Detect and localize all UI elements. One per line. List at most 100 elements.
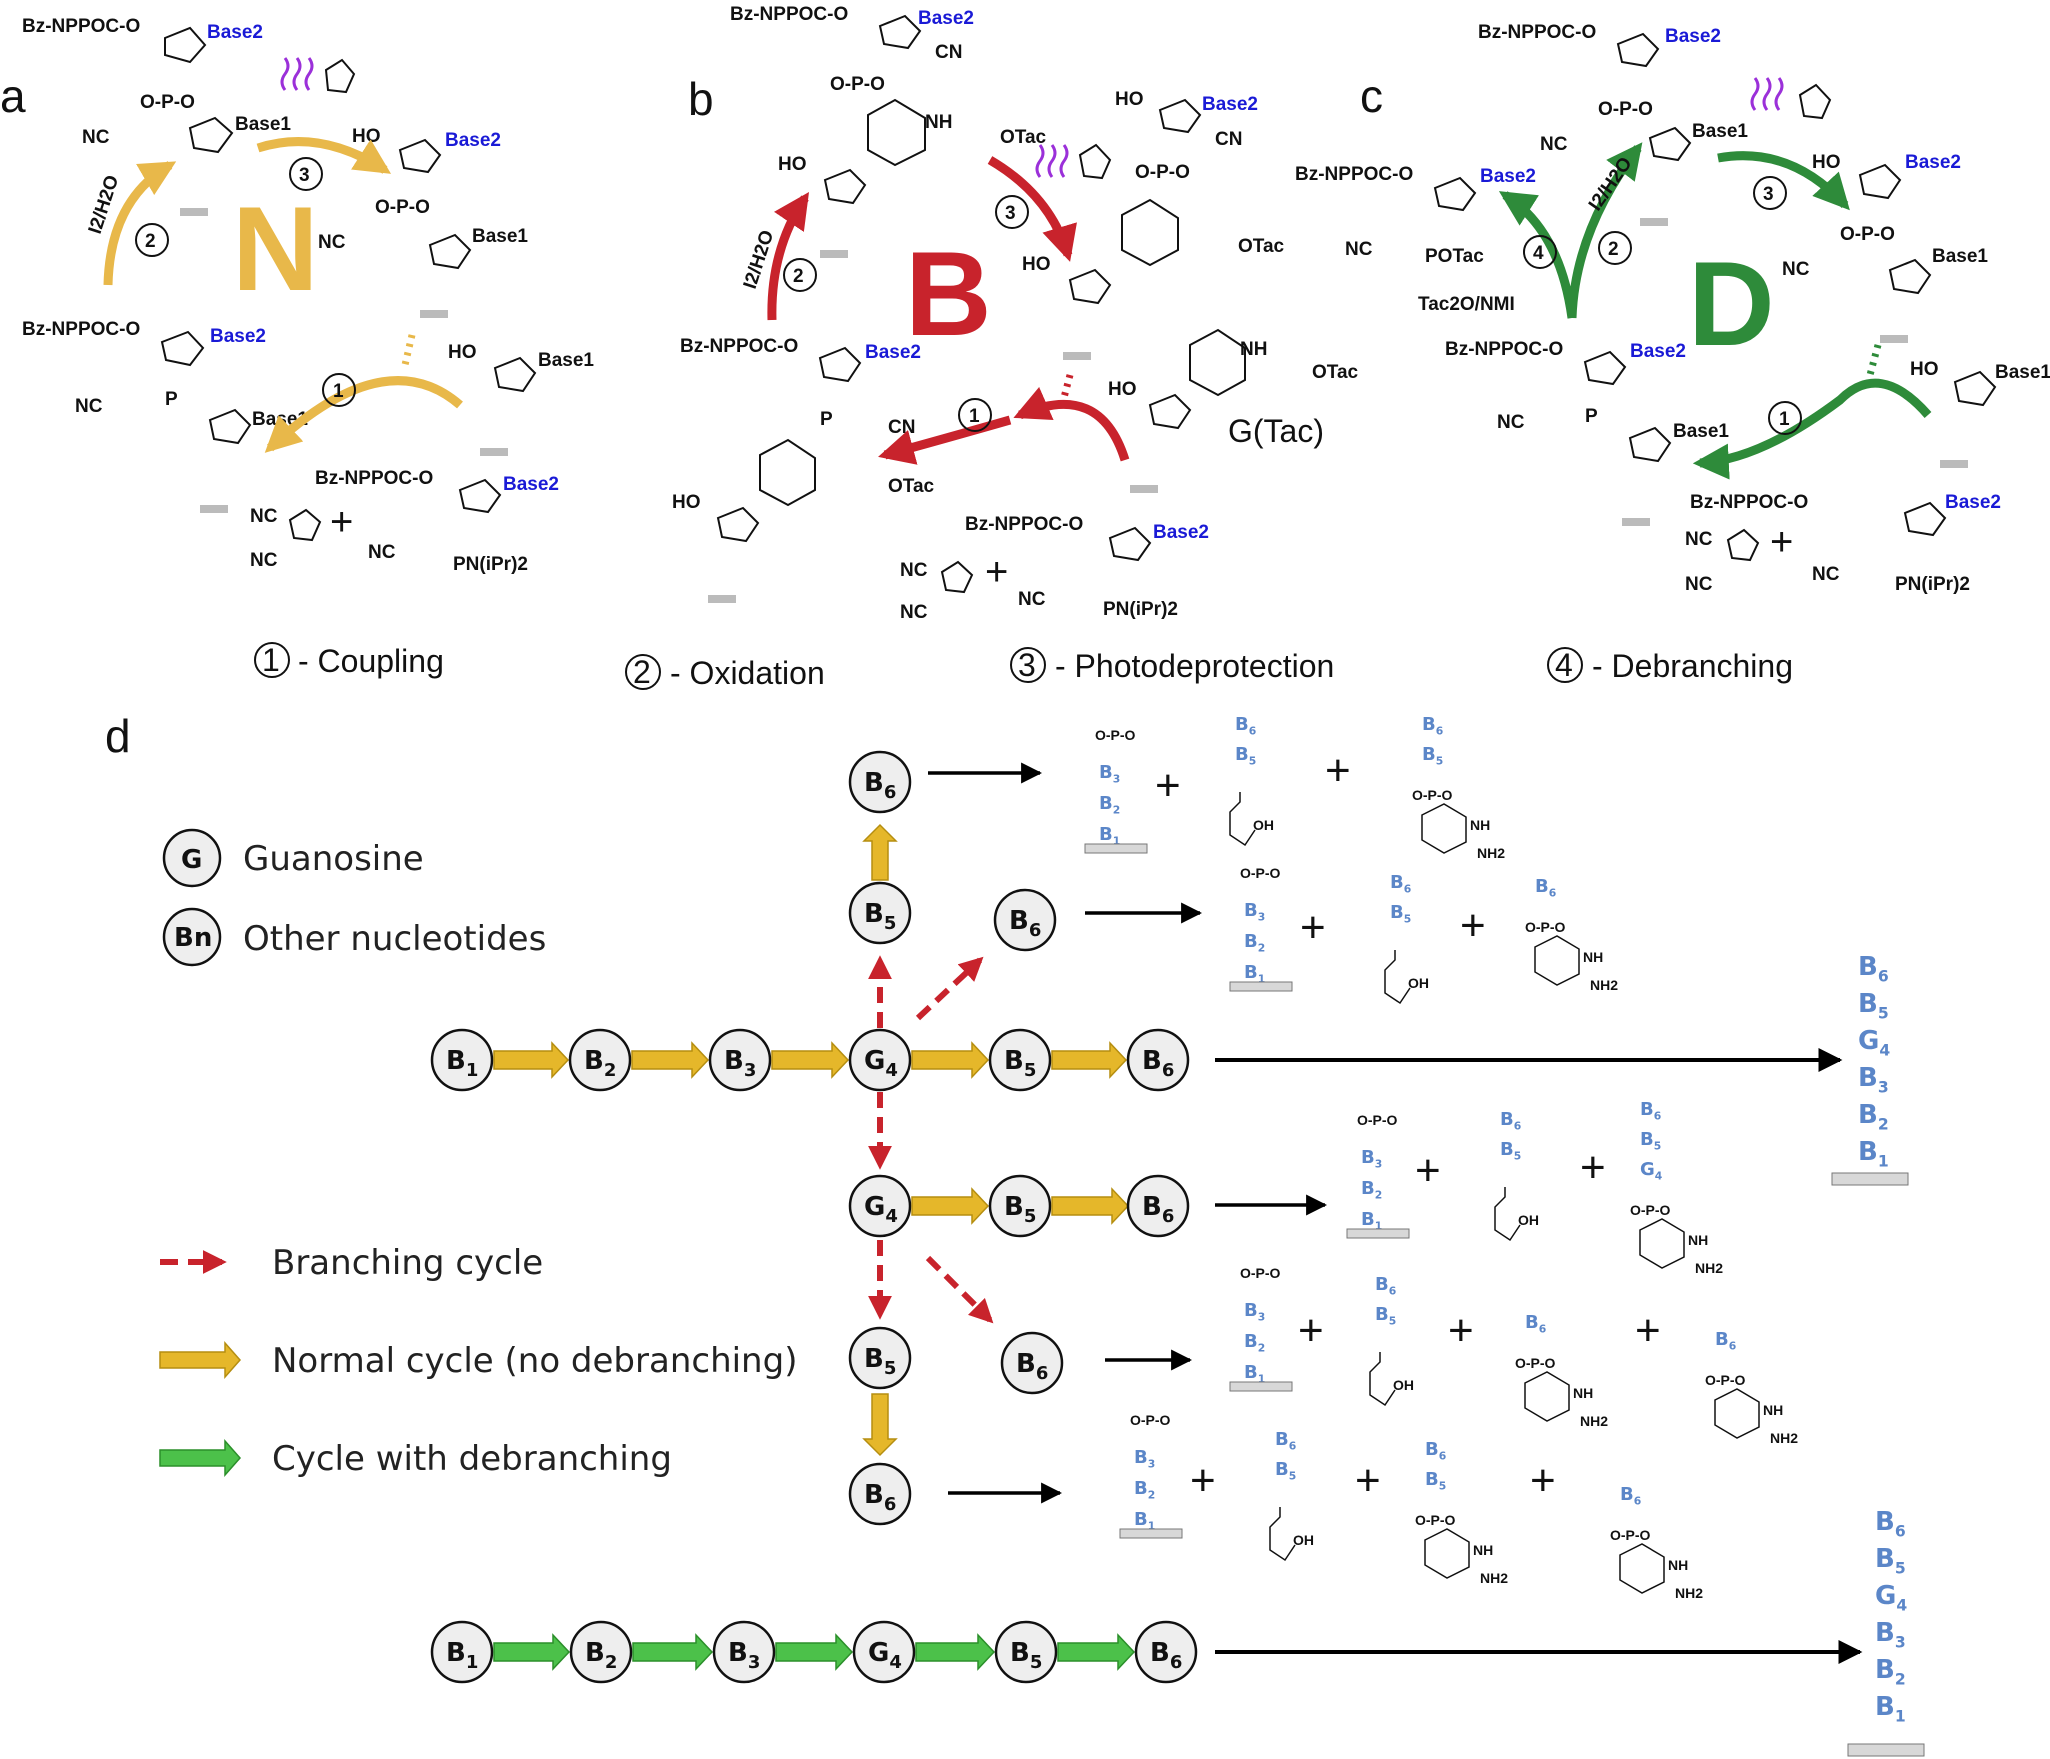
node-label: B2 bbox=[584, 1046, 616, 1081]
phosphate: O-P-O bbox=[1415, 1512, 1456, 1528]
support-bar bbox=[1084, 843, 1148, 854]
panel-b-opo-2: O-P-O bbox=[1135, 162, 1190, 183]
panel-a-big-letter: N bbox=[232, 182, 319, 316]
panel-b-ho-1: HO bbox=[778, 154, 807, 175]
debranching-cycle-arrow bbox=[915, 1633, 996, 1671]
step-legend-num: 4 bbox=[1555, 647, 1573, 683]
fragment-bond bbox=[1369, 1352, 1396, 1407]
panel-c: c D Bz-NPPOC-O Base2 O-P-O NC Base1 HO B… bbox=[1295, 22, 2050, 595]
panel-b-bz-1: Bz-NPPOC-O bbox=[730, 4, 848, 25]
purine-ring bbox=[1714, 1388, 1760, 1439]
panel-b-cn-2: CN bbox=[1215, 129, 1242, 150]
node-label: B6 bbox=[864, 768, 896, 803]
stack-label: B5 bbox=[1858, 989, 1889, 1023]
stack-label: B6 bbox=[1275, 1429, 1296, 1453]
oh-label: OH bbox=[1393, 1377, 1414, 1393]
fragment-stack: B6 bbox=[1525, 1312, 1546, 1336]
support-bar bbox=[1063, 352, 1091, 360]
panel-c-base2-3: Base2 bbox=[1480, 166, 1536, 187]
node-g4-lower: G4 bbox=[848, 1174, 912, 1238]
node-circle bbox=[988, 1174, 1052, 1238]
sugar-ring bbox=[1903, 501, 1947, 537]
sugar-ring bbox=[188, 116, 234, 154]
purine-ring bbox=[1619, 1543, 1665, 1594]
fragment-stack: B6 bbox=[1620, 1484, 1641, 1508]
step-legend-label: - Photodeprotection bbox=[1055, 648, 1334, 684]
panel-b-base2-1: Base2 bbox=[918, 8, 974, 29]
normal-cycle-arrow bbox=[1051, 1187, 1130, 1225]
normal-cycle-arrow bbox=[862, 1393, 898, 1457]
node-b6-lower-branch: B6 bbox=[1000, 1331, 1064, 1395]
nh2-label: NH2 bbox=[1675, 1585, 1703, 1601]
node-circle bbox=[430, 1028, 494, 1092]
sugar-ring bbox=[1148, 393, 1192, 430]
support-bar bbox=[200, 505, 228, 513]
panel-c-bz-2: Bz-NPPOC-O bbox=[1295, 164, 1413, 185]
panel-a-pn: PN(iPr)2 bbox=[453, 554, 528, 575]
plus-sign: + bbox=[985, 550, 1008, 594]
byproducts: O-P-OB3B2B1+B6B5OH+B6B5O-P-ONHNH2O-P-OB3… bbox=[1084, 714, 1798, 1601]
node-label: B6 bbox=[1150, 1638, 1182, 1673]
support-bar bbox=[1847, 1743, 1925, 1757]
node-label: B3 bbox=[728, 1638, 760, 1673]
oh-label: OH bbox=[1293, 1532, 1314, 1548]
stack-label: B2 bbox=[1134, 1478, 1155, 1502]
stack-label: B5 bbox=[1375, 1304, 1396, 1328]
node-label: B1 bbox=[446, 1046, 478, 1081]
support-bar bbox=[1346, 1228, 1410, 1239]
node-b2: B2 bbox=[568, 1028, 632, 1092]
normal-cycle-arrow bbox=[631, 1041, 710, 1079]
stack-label: B6 bbox=[1375, 1274, 1396, 1298]
stack-label: B6 bbox=[1858, 952, 1889, 986]
sugar-ring bbox=[428, 233, 472, 270]
panel-b-nh-1: NH bbox=[925, 112, 952, 133]
stack-label: G4 bbox=[1640, 1159, 1663, 1183]
plus-sign: + bbox=[1580, 1143, 1606, 1192]
panel-b-otac-4: OTac bbox=[888, 476, 935, 497]
panel-c-base1-3: Base1 bbox=[1673, 421, 1729, 442]
plus-sign: + bbox=[1415, 1146, 1441, 1195]
legend-other-symbol: Bn bbox=[174, 923, 212, 953]
stack-label: G4 bbox=[1875, 1581, 1907, 1615]
legend-branching-text: Branching cycle bbox=[272, 1243, 543, 1283]
stack-label: B5 bbox=[1275, 1459, 1296, 1483]
panel-c-tac: Tac2O/NMI bbox=[1418, 294, 1515, 315]
nh-label: NH bbox=[1688, 1232, 1708, 1248]
plus-sign: + bbox=[1448, 1306, 1474, 1355]
plus-sign: + bbox=[1355, 1456, 1381, 1505]
panel-b-nh-2: NH bbox=[1240, 339, 1267, 360]
sugar-ring bbox=[1108, 526, 1152, 562]
panel-b-bz-3: Bz-NPPOC-O bbox=[965, 514, 1083, 535]
stack-label: B1 bbox=[1244, 962, 1265, 986]
stack-label: B6 bbox=[1715, 1329, 1736, 1353]
panel-c-base2-4: Base2 bbox=[1630, 341, 1686, 362]
oh-label: OH bbox=[1253, 817, 1274, 833]
support-bar bbox=[1130, 485, 1158, 493]
panel-a-p: P bbox=[165, 389, 178, 410]
debranching-cycle-arrow bbox=[632, 1633, 714, 1671]
node-g4: G4 bbox=[852, 1620, 916, 1684]
step-circle bbox=[958, 398, 992, 432]
step-circle bbox=[135, 223, 169, 257]
legend-guanosine-circle bbox=[162, 828, 222, 888]
node-label: B1 bbox=[446, 1638, 478, 1673]
stack-label: B3 bbox=[1099, 762, 1120, 786]
panel-a-bz-2: Bz-NPPOC-O bbox=[22, 319, 140, 340]
light-icon bbox=[1750, 77, 1784, 111]
sugar-ring bbox=[823, 168, 867, 205]
phosphate: O-P-O bbox=[1630, 1202, 1671, 1218]
step-num: 1 bbox=[333, 381, 344, 402]
imidazole-icon bbox=[1726, 528, 1760, 562]
panel-a-ho-1: HO bbox=[352, 126, 381, 147]
panel-a-nc-2: NC bbox=[318, 232, 346, 253]
panel-c-nc-7: NC bbox=[1812, 564, 1840, 585]
